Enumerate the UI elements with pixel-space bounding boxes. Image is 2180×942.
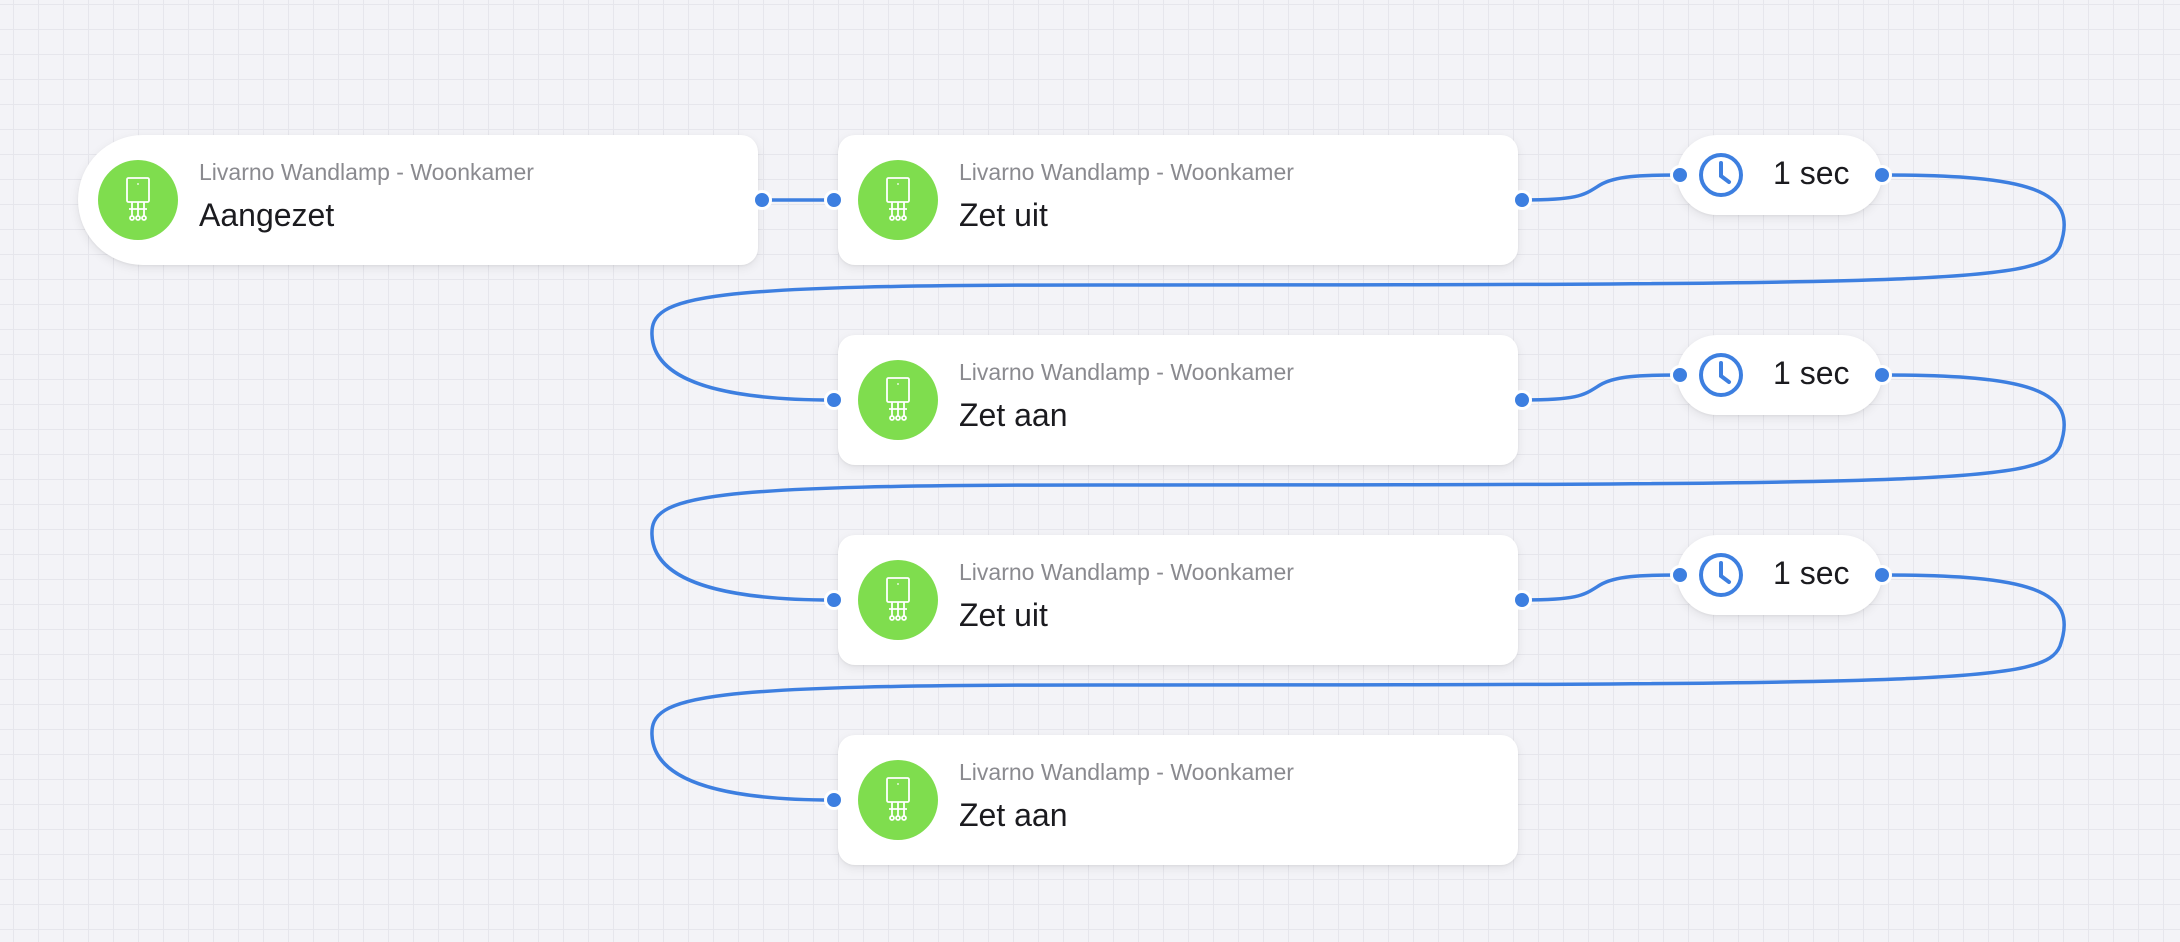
trigger-label: Aangezet xyxy=(199,197,335,233)
delay-label: 1 sec xyxy=(1773,555,1850,591)
action-card-1[interactable]: Livarno Wandlamp - Woonkamer Zet uit xyxy=(838,135,1518,265)
output-port[interactable] xyxy=(1512,590,1532,610)
output-port[interactable] xyxy=(1512,190,1532,210)
output-port[interactable] xyxy=(1872,365,1892,385)
output-port[interactable] xyxy=(1872,565,1892,585)
input-port[interactable] xyxy=(824,390,844,410)
output-port[interactable] xyxy=(1512,390,1532,410)
delay-label: 1 sec xyxy=(1773,355,1850,391)
clock-icon xyxy=(1699,353,1743,397)
device-name: Livarno Wandlamp - Woonkamer xyxy=(959,759,1294,785)
action-card-2[interactable]: Livarno Wandlamp - Woonkamer Zet aan xyxy=(838,335,1518,465)
wire-action-2-to-delay-2 xyxy=(1520,373,1682,402)
clock-icon xyxy=(1699,153,1743,197)
delay-label: 1 sec xyxy=(1773,155,1850,191)
device-name: Livarno Wandlamp - Woonkamer xyxy=(959,559,1294,585)
delay-card-2[interactable]: 1 sec xyxy=(1677,335,1882,415)
delay-card-3[interactable]: 1 sec xyxy=(1677,535,1882,615)
wire-delay-1-to-action-2 xyxy=(650,173,2066,402)
wire-delay-3-to-action-4 xyxy=(650,573,2066,802)
input-port[interactable] xyxy=(824,590,844,610)
input-port[interactable] xyxy=(1670,365,1690,385)
input-port[interactable] xyxy=(824,790,844,810)
light-switch-icon xyxy=(858,760,938,840)
device-name: Livarno Wandlamp - Woonkamer xyxy=(959,359,1294,385)
input-port[interactable] xyxy=(1670,165,1690,185)
trigger-card[interactable]: Livarno Wandlamp - Woonkamer Aangezet xyxy=(78,135,758,265)
input-port[interactable] xyxy=(1670,565,1690,585)
action-card-4[interactable]: Livarno Wandlamp - Woonkamer Zet aan xyxy=(838,735,1518,865)
clock-icon xyxy=(1699,553,1743,597)
output-port[interactable] xyxy=(752,190,772,210)
device-name: Livarno Wandlamp - Woonkamer xyxy=(959,159,1294,185)
wire-action-1-to-delay-1 xyxy=(1520,173,1682,202)
light-switch-icon xyxy=(858,160,938,240)
output-port[interactable] xyxy=(1872,165,1892,185)
wire-delay-2-to-action-3 xyxy=(650,373,2066,602)
input-port[interactable] xyxy=(824,190,844,210)
delay-card-1[interactable]: 1 sec xyxy=(1677,135,1882,215)
action-label: Zet uit xyxy=(959,197,1048,233)
light-switch-icon xyxy=(858,560,938,640)
light-switch-icon xyxy=(98,160,178,240)
action-label: Zet aan xyxy=(959,397,1068,433)
action-label: Zet uit xyxy=(959,597,1048,633)
action-card-3[interactable]: Livarno Wandlamp - Woonkamer Zet uit xyxy=(838,535,1518,665)
action-label: Zet aan xyxy=(959,797,1068,833)
device-name: Livarno Wandlamp - Woonkamer xyxy=(199,159,534,185)
wire-action-3-to-delay-3 xyxy=(1520,573,1682,602)
light-switch-icon xyxy=(858,360,938,440)
